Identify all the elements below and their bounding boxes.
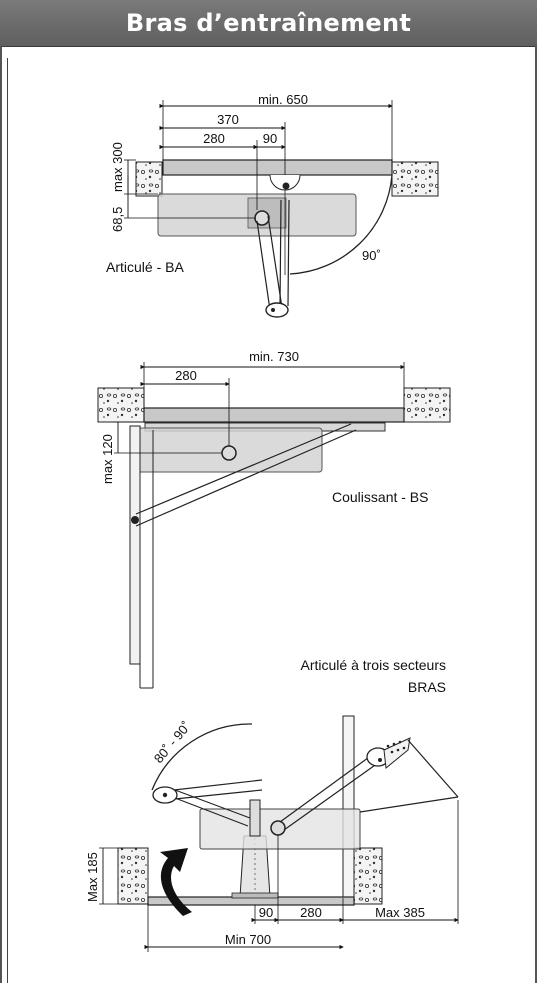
dim-overall-label: min. 730 [249,349,299,364]
door-swing-arc [289,174,393,275]
dim-min700-label: Min 700 [225,932,271,947]
arm-end-joint [265,302,289,318]
door-leaf [129,425,141,665]
door-post [342,715,355,899]
dim-overall-label: min. 650 [258,92,308,107]
opening-arrow [160,848,192,916]
dim-370-label: 370 [217,112,239,127]
arm-right-tail [383,737,411,769]
wall-block-left [97,387,145,423]
diagram-bras-trois-secteurs: Articulé à trois secteurs BRAS 80˚ - 90˚ [85,657,459,952]
hinge-arc [269,174,301,191]
dim-max185-label: Max 185 [85,852,100,902]
wall-block-right [403,387,451,423]
arm-upper-left [279,199,282,307]
pivot-door [282,182,290,190]
dim-280-label: 280 [300,905,322,920]
wall-block-right [353,847,383,905]
dim-68-5-label: 68,5 [110,207,125,232]
wall-block-right [391,161,439,197]
arm-link-left [256,220,271,311]
slide-arm-bottom [135,429,357,527]
diagram-coulissant-bs: min. 730 280 max 120 Coulissant - BS [97,349,451,689]
label-articule-ba: Articulé - BA [106,259,184,275]
arm-right-a [279,754,373,823]
dim-90-label: 90 [259,905,273,920]
dim-280-label: 280 [203,131,225,146]
dim-max385-label: Max 385 [375,905,425,920]
arm-right-b [283,762,379,831]
pivot-shaft [221,445,237,461]
diagram-articule-ba: min. 650 370 280 90 max 300 68,5 90˚ Art… [106,92,439,318]
dim-max300-label: max 300 [110,142,125,192]
label-bras-line2: BRAS [408,679,446,695]
angle-90-label: 90˚ [362,248,381,263]
slide-arm-top [135,423,352,515]
dim-280-label: 280 [175,368,197,383]
lintel-rail [162,159,393,176]
page-title: Bras d’entraînement [125,9,412,37]
arm-left-top [164,779,263,792]
dim-max120-label: max 120 [100,434,115,484]
frame-right-border [535,46,537,983]
swing-arc [151,723,253,791]
label-bras-line1: Articulé à trois secteurs [301,657,447,673]
lintel-rail [143,407,405,423]
header-bar: Bras d’entraînement [0,0,537,47]
label-coulissant-bs: Coulissant - BS [332,489,428,505]
dim-90-label: 90 [263,131,277,146]
pivot-shaft [270,820,286,836]
angle-80-90-label: 80˚ - 90˚ [151,719,194,766]
arm-end-joint [131,516,139,524]
frame-left-border [0,46,2,983]
arm-left-bottom [164,789,263,801]
arm-upper-right [287,199,290,307]
frame-inner-border [7,58,8,983]
wall-block-left [117,847,149,905]
wall-block-left [135,161,163,197]
